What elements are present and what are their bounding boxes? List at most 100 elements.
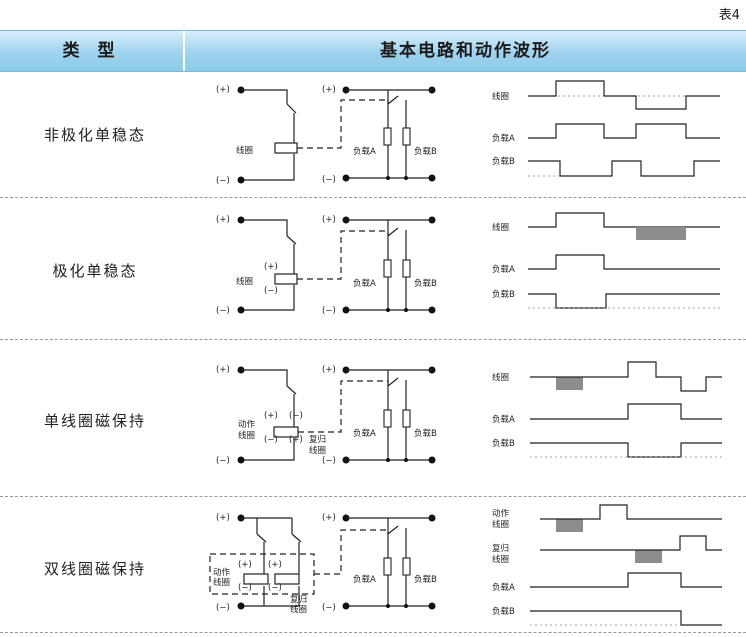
row3-coil-pol-4: (+) [289, 435, 303, 445]
row4-coil-set [243, 573, 269, 585]
terminal-dot [428, 174, 436, 182]
junction-dot [386, 458, 390, 462]
row-type-double-latch: 双线圈磁保持 [43, 560, 146, 578]
row3-wave-label-load-a: 负载A [492, 414, 515, 425]
row4-coil-reset [274, 573, 300, 585]
row3-waveforms: 线圈 负载A 负载B [492, 361, 722, 458]
row3-coil-pol-3: (−) [289, 411, 303, 421]
row2-load-a [383, 259, 392, 278]
row2-wave-load-a [528, 254, 720, 270]
terminal-dot [428, 306, 436, 314]
row4-wave-label-reset-1: 复归 [492, 543, 509, 554]
row3-wave-label-coil: 线圈 [492, 372, 509, 383]
row2-coil-plus: (+) [264, 262, 278, 272]
row3-terminal-plus-2: (+) [322, 365, 336, 375]
row1-load-a [383, 127, 392, 146]
terminal-dot [237, 176, 245, 184]
row2-wave-label-coil: 线圈 [492, 222, 509, 233]
row4-load-a-label: 负载A [353, 574, 376, 585]
row4-waveforms: 动作 线圈 复归 线圈 负载A 负载B [492, 504, 722, 626]
row3-terminal-plus-1: (+) [216, 365, 230, 375]
terminal-dot [342, 306, 350, 314]
row1-terminal-minus-2: (−) [322, 175, 336, 185]
row3-coil-left-1: 动作 [238, 419, 256, 430]
row1-coil-wire [241, 89, 297, 181]
terminal-dot [342, 456, 350, 464]
row4-wave-load-a [530, 572, 722, 588]
row4-coil-box [209, 553, 315, 595]
terminal-dot [342, 602, 350, 610]
row2-coil-label: 线圈 [236, 276, 253, 287]
row3-load-a-label: 负载A [353, 428, 376, 439]
row-divider [0, 197, 746, 198]
terminal-dot [428, 602, 436, 610]
row4-wave-set-reverse [556, 519, 583, 532]
junction-dot [404, 176, 408, 180]
table-number: 表4 [718, 8, 740, 23]
row1-load-b-label: 负载B [414, 146, 437, 157]
row4-terminal-plus-1: (+) [216, 513, 230, 523]
row1-wave-load-a [528, 123, 720, 139]
row2-terminal-minus-2: (−) [322, 306, 336, 316]
row-divider [0, 632, 746, 633]
row1-wave-coil [528, 80, 720, 110]
row-type-single-latch: 单线圈磁保持 [43, 412, 146, 430]
row4-load-wire [346, 517, 432, 558]
row2-waveforms: 线圈 负载A 负载B [492, 212, 720, 309]
row2-terminal-plus-1: (+) [216, 215, 230, 225]
row4-coil-left-2: 线圈 [213, 577, 230, 588]
row2-wave-coil-reverse [636, 227, 686, 240]
row1-load-wire [346, 89, 432, 128]
junction-dot [404, 604, 408, 608]
row4-wave-label-load-b: 负载B [492, 606, 515, 617]
row2-wave-label-load-b: 负载B [492, 289, 515, 300]
row1-circuit: (+) 线圈 (−) (+) 负载A 负载B (−) [216, 85, 437, 186]
header-circuit: 基本电路和动作波形 [380, 41, 551, 61]
terminal-dot [237, 456, 245, 464]
row1-terminal-minus-1: (−) [216, 176, 230, 186]
row3-terminal-minus-1: (−) [216, 456, 230, 466]
row4-wave-reset [540, 535, 722, 551]
header-divider [183, 31, 185, 71]
row2-load-b [402, 259, 411, 278]
row2-load-a-label: 负载A [353, 278, 376, 289]
row4-wave-set [540, 504, 722, 520]
row4-wave-label-set-2: 线圈 [492, 519, 509, 530]
row4-coil-left-1: 动作 [213, 567, 231, 578]
row2-terminal-minus-1: (−) [216, 306, 230, 316]
row4-wave-label-set-1: 动作 [492, 508, 510, 519]
row4-wave-label-load-a: 负载A [492, 582, 515, 593]
row1-terminal-plus-2: (+) [322, 85, 336, 95]
row3-terminal-minus-2: (−) [322, 456, 336, 466]
row3-load-a [383, 409, 392, 428]
header-type: 类 型 [62, 41, 121, 61]
junction-dot [404, 308, 408, 312]
row1-linkage [297, 99, 389, 149]
row3-coil-wire [241, 369, 297, 461]
row3-coil-pol-1: (+) [264, 411, 278, 421]
row3-wave-load-b [530, 442, 722, 458]
row3-wave-coil [530, 361, 722, 392]
row2-terminal-plus-2: (+) [322, 215, 336, 225]
row2-linkage [297, 230, 389, 280]
row2-load-wire [346, 219, 432, 260]
row3-load-b [402, 409, 411, 428]
row4-load-b-label: 负载B [414, 574, 437, 585]
row4-load-a [383, 557, 392, 576]
row4-coil-pol-4: (−) [268, 583, 282, 593]
row2-coil-wire [241, 219, 297, 311]
row4-terminal-minus-1: (−) [216, 603, 230, 613]
row4-wave-reset-reverse [635, 550, 662, 563]
row4-terminal-plus-2: (+) [322, 513, 336, 523]
row4-circuit: (+) (+) (−) (+) (−) 动作 线圈 复归 线圈 (−) (+) … [209, 513, 437, 615]
row3-wave-load-a [530, 403, 722, 420]
row-type-nonpolarized: 非极化单稳态 [43, 126, 146, 144]
row2-circuit: (+) (+) (−) 线圈 (−) (+) 负载A 负载B (−) [216, 215, 437, 316]
row1-terminal-plus-1: (+) [216, 85, 230, 95]
junction-dot [404, 458, 408, 462]
row1-wave-label-coil: 线圈 [492, 91, 509, 102]
terminal-dot [237, 602, 245, 610]
row3-coil-pol-2: (−) [264, 435, 278, 445]
junction-dot [386, 176, 390, 180]
